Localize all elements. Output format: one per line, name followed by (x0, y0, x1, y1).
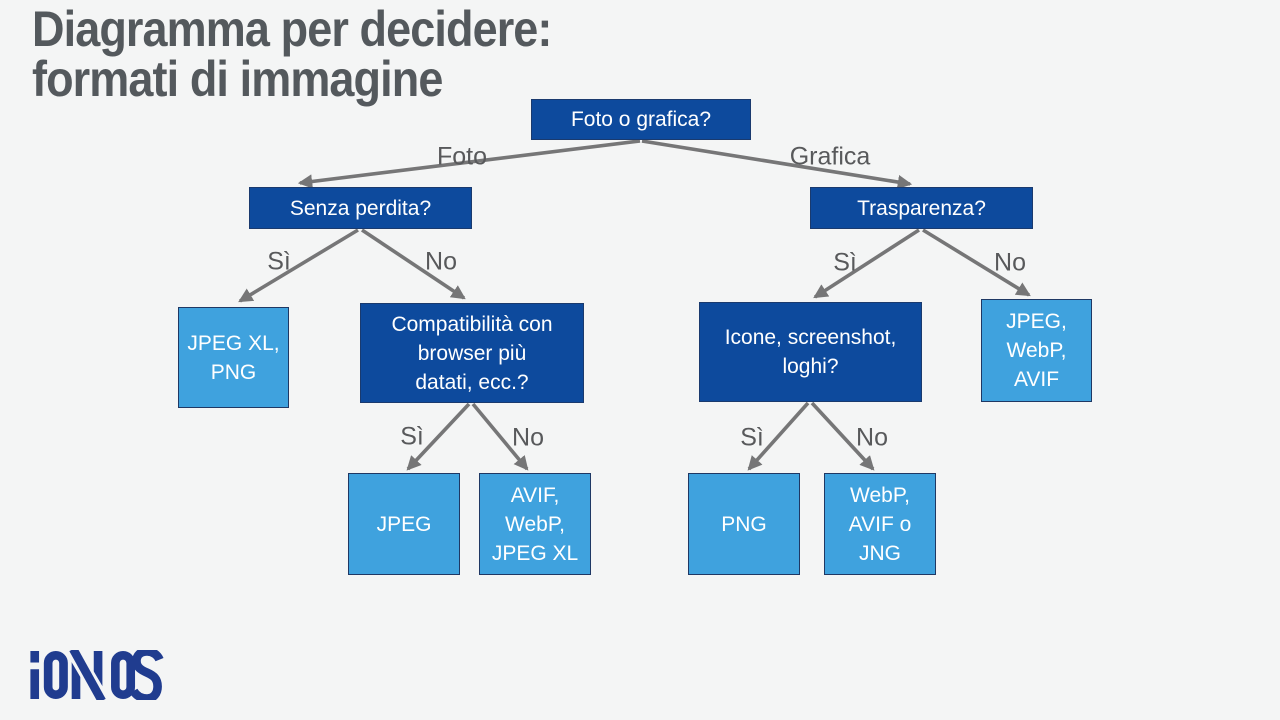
decision-node-foto-o-grafica: Foto o grafica? (531, 99, 751, 140)
edge-trasparenza-si (813, 228, 920, 299)
result-node-jpeg-webp-avif: JPEG, WebP, AVIF (981, 299, 1092, 402)
result-node-avif-webp-jpegxl: AVIF, WebP, JPEG XL (479, 473, 591, 575)
ionos-logo (30, 650, 164, 700)
result-node-png: PNG (688, 473, 800, 575)
edge-senzaperdita-si (238, 228, 359, 303)
result-node-webp-avif-jng: WebP, AVIF o JNG (824, 473, 936, 575)
decision-node-compatibilita-browser: Compatibilità con browser più datati, ec… (360, 303, 584, 403)
edge-label-si-lower-right: Sì (740, 423, 764, 452)
edge-label-grafica: Grafica (789, 142, 871, 171)
logo-letter-s (129, 650, 164, 700)
edge-label-no-lower-left: No (512, 423, 544, 452)
decision-node-icone-screenshot-loghi: Icone, screenshot, loghi? (699, 302, 922, 402)
result-node-jpegxl-png: JPEG XL, PNG (178, 307, 289, 408)
edge-label-no-left: No (425, 247, 457, 276)
logo-letter-o1 (43, 651, 68, 699)
edge-label-si-right: Sì (833, 248, 857, 277)
edge-label-foto: Foto (436, 142, 488, 171)
edge-label-no-lower-right: No (856, 423, 888, 452)
edge-label-si-lower-left: Sì (400, 422, 424, 451)
decision-node-trasparenza: Trasparenza? (810, 187, 1033, 229)
edge-label-si-left: Sì (267, 247, 291, 276)
decision-node-senza-perdita: Senza perdita? (249, 187, 472, 229)
logo-letter-n-diagonal (69, 650, 106, 700)
logo-letter-o2 (111, 651, 136, 699)
edge-label-no-right: No (994, 248, 1026, 277)
slide-title: Diagramma per decidere: formati di immag… (32, 1, 552, 107)
result-node-jpeg: JPEG (348, 473, 460, 575)
